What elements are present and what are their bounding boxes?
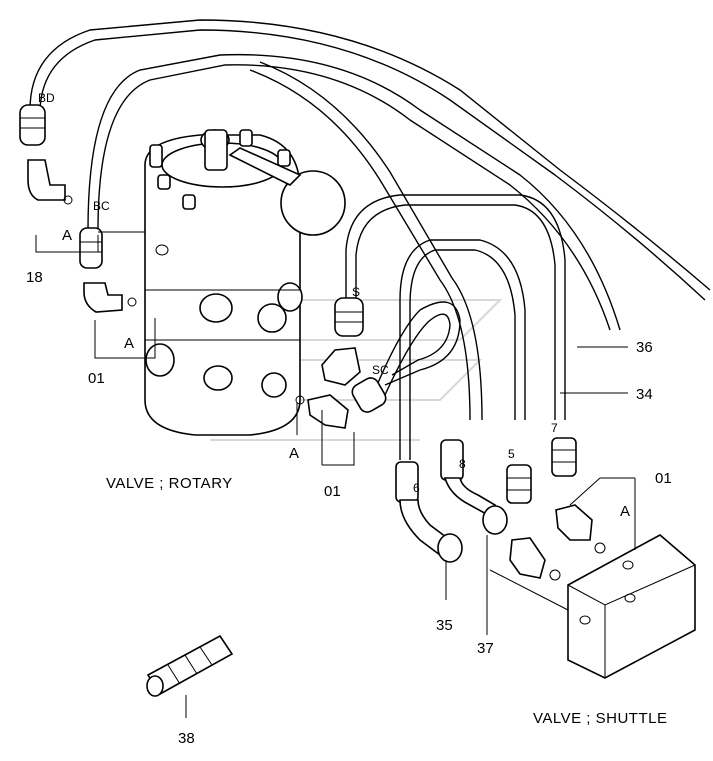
fittings: [19, 104, 593, 579]
o-rings: [63, 195, 606, 581]
leader-lines: [35, 231, 636, 718]
part-number-01-center: 01: [324, 483, 341, 500]
port-label-6: 6: [413, 481, 420, 495]
port-labels: BD BC S SC 5 6 7 8: [38, 91, 558, 495]
loop-hose: [374, 301, 461, 396]
port-label-s: S: [352, 285, 360, 299]
sleeve-part-38: [146, 634, 234, 697]
port-label-bc: BC: [93, 199, 110, 213]
detail-mark-a-01-center: A: [289, 445, 299, 462]
part-number-38: 38: [178, 730, 195, 747]
shuttle-valve-caption: VALVE ; SHUTTLE: [533, 710, 667, 727]
part-number-01-right: 01: [655, 470, 672, 487]
part-number-18: 18: [26, 269, 43, 286]
rotary-valve-body: [144, 129, 346, 436]
detail-mark-a-01-right: A: [620, 503, 630, 520]
detail-marks: A A A A: [62, 227, 630, 520]
part-number-labels: 18 01 01 01 35 37 36 34 38: [26, 269, 672, 747]
port-label-7: 7: [551, 421, 558, 435]
detail-mark-a-01-left: A: [124, 335, 134, 352]
port-label-bd: BD: [38, 91, 55, 105]
detail-mark-a-18: A: [62, 227, 72, 244]
port-label-sc: SC: [372, 363, 389, 377]
mid-hoses: [345, 194, 566, 460]
port-label-5: 5: [508, 447, 515, 461]
upper-hoses: [29, 19, 711, 421]
port-label-8: 8: [459, 457, 466, 471]
part-number-36: 36: [636, 339, 653, 356]
part-number-01-left: 01: [88, 370, 105, 387]
shuttle-valve-block: [489, 534, 696, 679]
part-number-34: 34: [636, 386, 653, 403]
rotary-valve-caption: VALVE ; ROTARY: [106, 475, 233, 492]
part-number-35: 35: [436, 617, 453, 634]
part-number-37: 37: [477, 640, 494, 657]
